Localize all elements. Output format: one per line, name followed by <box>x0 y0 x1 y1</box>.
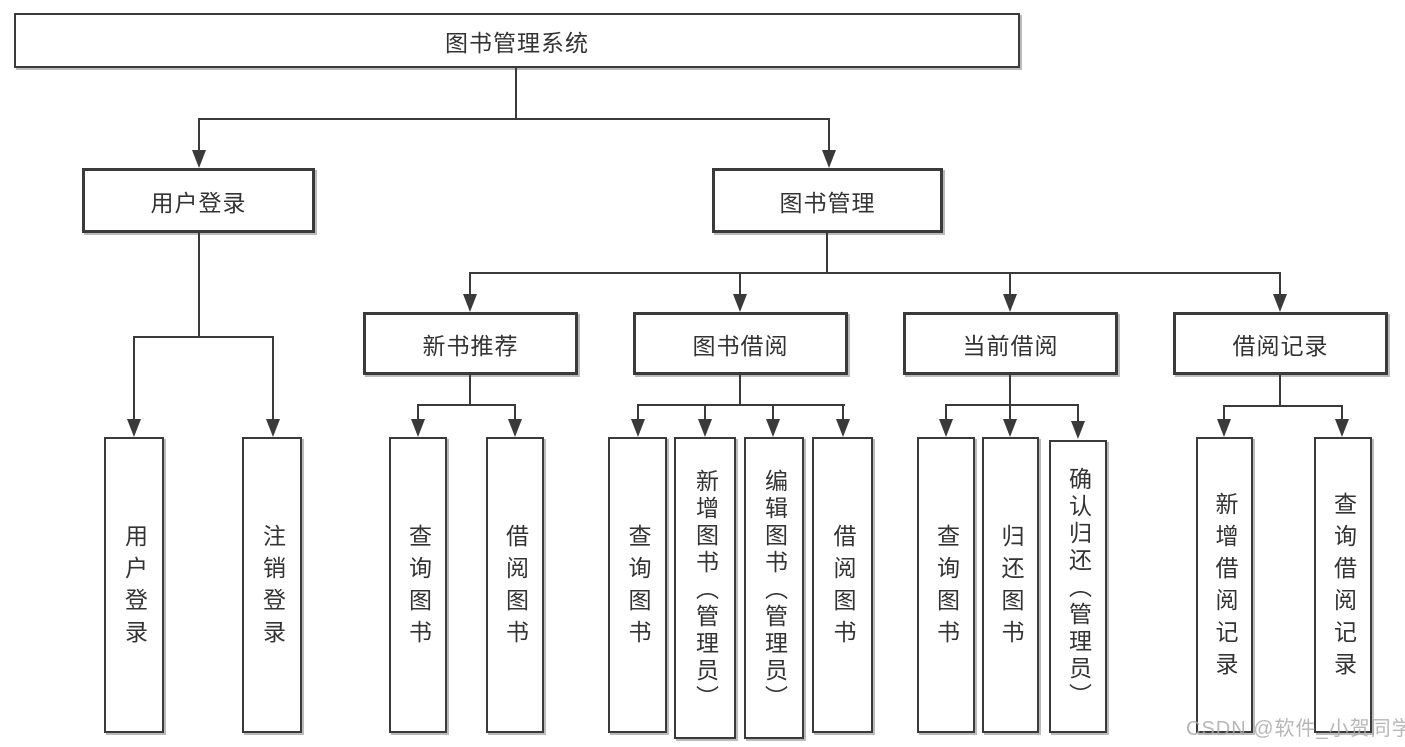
node-book-borrow: 图书借阅 <box>633 312 848 375</box>
connector-bookmgmt-stem-1 <box>469 272 471 296</box>
connector-bookmgmt-span <box>469 272 1281 274</box>
connector-userlogin-stem-2 <box>272 336 274 421</box>
arrowhead-user-login <box>192 150 206 168</box>
leaf-user-login: 用户登录 <box>104 437 164 733</box>
node-root: 图书管理系统 <box>14 13 1020 68</box>
connector-borrow-span <box>637 404 845 406</box>
arrowhead-query-books-borrow <box>631 419 645 437</box>
leaf-return-books: 归还图书 <box>982 437 1039 733</box>
arrowhead-add-books-admin <box>698 419 712 437</box>
arrowhead-leaf-logout <box>266 419 280 437</box>
node-user-login: 用户登录 <box>82 168 315 233</box>
arrowhead-borrow-books <box>836 419 850 437</box>
connector-recommend-stem-1 <box>417 404 419 421</box>
arrowhead-query-books-recommend <box>411 419 425 437</box>
node-new-book-recommend: 新书推荐 <box>363 312 578 375</box>
arrowhead-confirm-return-admin <box>1071 421 1085 439</box>
leaf-add-borrow-record: 新增借阅记录 <box>1196 437 1253 733</box>
connector-recommend-stem-2 <box>514 404 516 421</box>
node-book-management: 图书管理 <box>712 168 943 233</box>
arrowhead-leaf-user-login <box>127 419 141 437</box>
arrowhead-book-management <box>822 150 836 168</box>
connector-bookmgmt-stem-2 <box>739 272 741 296</box>
connector-current-span <box>945 404 1079 406</box>
connector-borrow-drop <box>739 374 741 406</box>
arrowhead-borrow-books-recommend <box>508 419 522 437</box>
connector-recommend-drop <box>469 374 471 406</box>
connector-borrow-stem-1 <box>637 404 639 421</box>
connector-bookmgmt-drop <box>826 233 828 274</box>
leaf-query-books-borrow: 查询图书 <box>608 437 667 733</box>
leaf-logout: 注销登录 <box>242 437 302 733</box>
connector-root-stem-right <box>828 118 830 152</box>
node-current-borrow: 当前借阅 <box>903 312 1118 375</box>
connector-root-stem-left <box>198 118 200 152</box>
leaf-confirm-return-admin: 确认归还（管理员） <box>1049 440 1107 733</box>
arrowhead-query-borrow-record <box>1335 419 1349 437</box>
csdn-watermark: CSDN @软件_小贺同学 <box>1186 718 1405 740</box>
connector-bookmgmt-stem-3 <box>1009 272 1011 296</box>
connector-current-drop <box>1009 374 1011 406</box>
connector-userlogin-drop <box>198 233 200 338</box>
connector-records-stem-1 <box>1223 405 1225 421</box>
connector-userlogin-stem-1 <box>133 336 135 421</box>
connector-borrow-stem-3 <box>772 404 774 421</box>
connector-current-stem-3 <box>1077 404 1079 422</box>
connector-borrow-stem-2 <box>704 404 706 421</box>
connector-records-stem-2 <box>1341 405 1343 421</box>
leaf-query-books-recommend: 查询图书 <box>389 437 447 733</box>
connector-root-drop <box>515 68 517 120</box>
leaf-edit-books-admin: 编辑图书（管理员） <box>744 437 804 739</box>
arrowhead-new-book-recommend <box>463 294 477 312</box>
leaf-query-borrow-record: 查询借阅记录 <box>1314 437 1372 733</box>
node-borrow-records: 借阅记录 <box>1173 312 1388 375</box>
arrowhead-query-books-current <box>939 419 953 437</box>
arrowhead-book-borrow <box>733 294 747 312</box>
connector-records-span <box>1223 405 1343 407</box>
connector-current-stem-1 <box>945 404 947 421</box>
arrowhead-edit-books-admin <box>766 419 780 437</box>
leaf-borrow-books: 借阅图书 <box>812 437 873 733</box>
connector-bookmgmt-stem-4 <box>1279 272 1281 296</box>
arrowhead-borrow-records <box>1273 294 1287 312</box>
connector-records-drop <box>1279 374 1281 407</box>
connector-borrow-stem-4 <box>842 404 844 421</box>
arrowhead-return-books <box>1003 419 1017 437</box>
arrowhead-add-borrow-record <box>1217 419 1231 437</box>
connector-userlogin-span <box>133 336 274 338</box>
arrowhead-current-borrow <box>1003 294 1017 312</box>
leaf-borrow-books-recommend: 借阅图书 <box>486 437 544 733</box>
leaf-add-books-admin: 新增图书（管理员） <box>674 437 736 739</box>
connector-current-stem-2 <box>1009 404 1011 421</box>
connector-root-span <box>198 118 830 120</box>
leaf-query-books-current: 查询图书 <box>917 437 975 733</box>
connector-recommend-span <box>417 404 516 406</box>
